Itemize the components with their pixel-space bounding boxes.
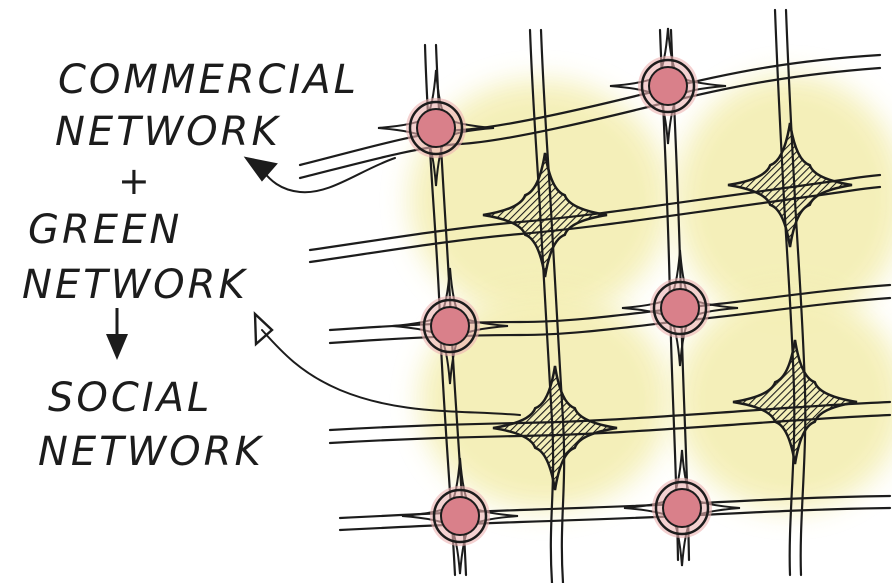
arrow-head-commercial-green [246, 158, 276, 180]
label-social: SOCIAL [48, 378, 212, 418]
label-network-2: NETWORK [22, 265, 248, 305]
arrow-commercial-green [262, 158, 395, 192]
label-green: GREEN [28, 210, 182, 250]
label-commercial: COMMERCIAL [58, 60, 359, 100]
label-plus: + [118, 162, 153, 200]
label-network-3: NETWORK [38, 432, 264, 472]
label-network-1: NETWORK [55, 112, 281, 152]
down-arrow-icon [106, 308, 128, 360]
